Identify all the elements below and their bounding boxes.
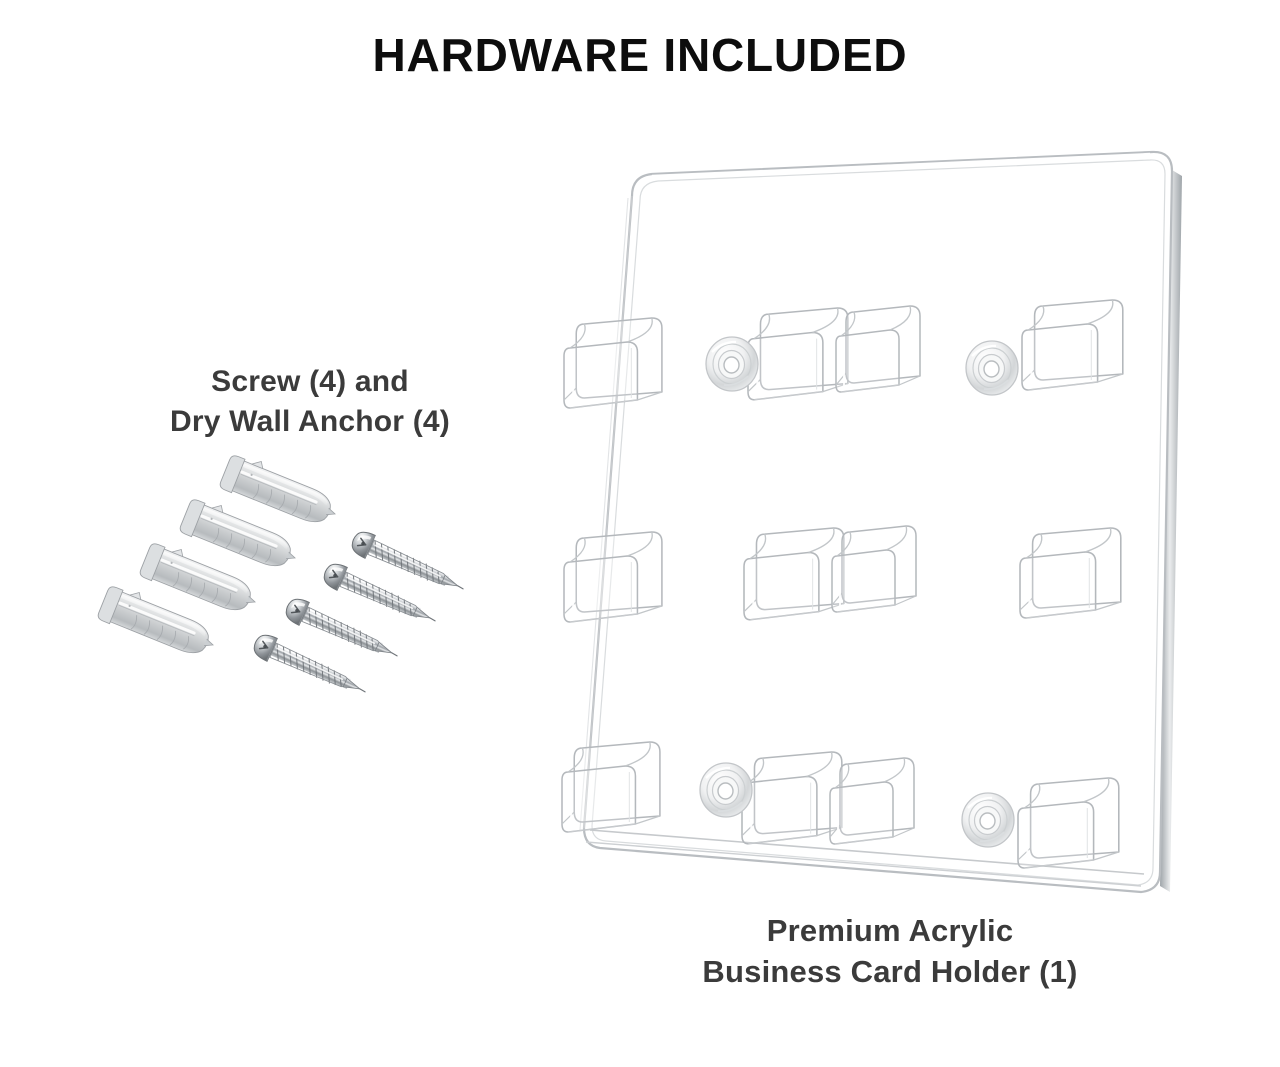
- mount-hole: [704, 335, 760, 393]
- hardware-caption: Screw (4) and Dry Wall Anchor (4): [60, 362, 560, 441]
- mount-hole: [698, 761, 754, 819]
- mount-hole: [964, 339, 1020, 397]
- product-caption: Premium Acrylic Business Card Holder (1): [580, 910, 1200, 992]
- product-caption-line-1: Premium Acrylic: [766, 913, 1014, 948]
- drywall-anchor-group: [95, 448, 345, 665]
- hardware-illustration: [95, 448, 470, 704]
- acrylic-holder-illustration: [560, 150, 1182, 894]
- screw: [281, 594, 404, 668]
- hardware-caption-line-2: Dry Wall Anchor (4): [170, 404, 450, 438]
- page-title: HARDWARE INCLUDED: [372, 29, 908, 81]
- hardware-caption-line-1: Screw (4) and: [211, 365, 409, 398]
- mount-hole: [960, 791, 1016, 849]
- product-caption-line-2: Business Card Holder (1): [702, 954, 1078, 990]
- pocket-row-middle: [562, 525, 1122, 624]
